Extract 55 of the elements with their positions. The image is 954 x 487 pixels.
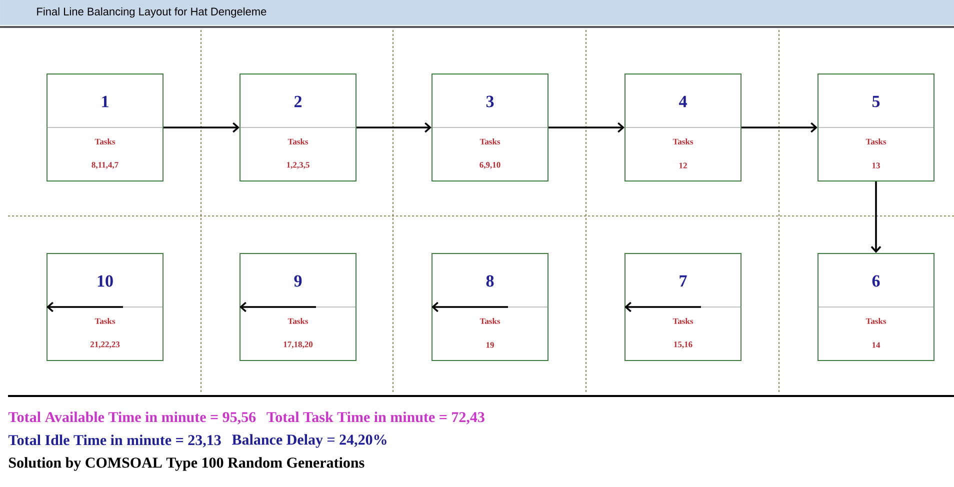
station-box	[46, 253, 164, 361]
station-number: 5	[872, 96, 880, 108]
task-label: Tasks	[94, 318, 116, 324]
arrow	[356, 122, 432, 133]
station-box	[46, 74, 164, 182]
summary-text: Total Available Time in minute = 95,56	[8, 412, 256, 424]
task-list: 6,9,10	[480, 162, 500, 169]
arrow	[870, 182, 882, 253]
arrow	[624, 302, 701, 312]
arrow	[548, 122, 624, 133]
summary-text: Total Idle Time in minute = 23,13	[8, 434, 221, 448]
station-number: 8	[486, 275, 494, 287]
station-box	[817, 253, 935, 361]
task-label: Tasks	[480, 138, 500, 144]
task-label: Tasks	[288, 318, 308, 324]
task-label: Tasks	[672, 138, 694, 144]
task-label: Tasks	[866, 138, 886, 144]
arrow	[432, 302, 508, 312]
arrow	[164, 122, 240, 133]
task-label: Tasks	[94, 138, 116, 144]
task-list: 1,2,3,5	[287, 162, 310, 169]
task-list: 8,11,4,7	[92, 162, 118, 169]
task-list: 14	[872, 342, 880, 348]
station-number: 9	[294, 275, 302, 287]
station-number: 2	[294, 96, 302, 108]
task-list: 17,18,20	[284, 342, 313, 348]
title-bar: Final Line Balancing Layout for Hat Dengeleme	[0, 0, 954, 25]
task-list: 13	[872, 162, 880, 168]
station-box	[817, 74, 935, 182]
task-list: 15,16	[674, 342, 692, 348]
task-list: 19	[486, 342, 494, 348]
arrow	[46, 302, 123, 312]
station-box	[624, 253, 742, 361]
station-number: 1	[102, 96, 108, 108]
summary-text: Solution by COMSOAL Type 100 Random Generations	[9, 457, 364, 471]
task-label: Tasks	[866, 318, 886, 324]
station-number: 10	[98, 275, 113, 287]
station-box	[239, 74, 357, 182]
summary-text: Balance Delay = 24,20%	[232, 434, 386, 448]
station-box	[431, 74, 549, 182]
station-number: 7	[680, 275, 687, 287]
station-number: 6	[872, 275, 880, 287]
arrow	[240, 302, 316, 312]
task-label: Tasks	[480, 318, 500, 324]
station-box	[239, 253, 357, 361]
summary-text: Total Task Time in minute = 72,43	[266, 412, 484, 424]
station-box	[431, 253, 549, 361]
station-number: 4	[678, 96, 687, 108]
task-list: 12	[679, 162, 687, 168]
station-number: 3	[486, 96, 494, 108]
task-label: Tasks	[288, 138, 308, 144]
arrow	[742, 122, 818, 133]
task-list: 21,22,23	[90, 342, 120, 348]
task-label: Tasks	[672, 318, 694, 324]
station-box	[624, 74, 742, 182]
